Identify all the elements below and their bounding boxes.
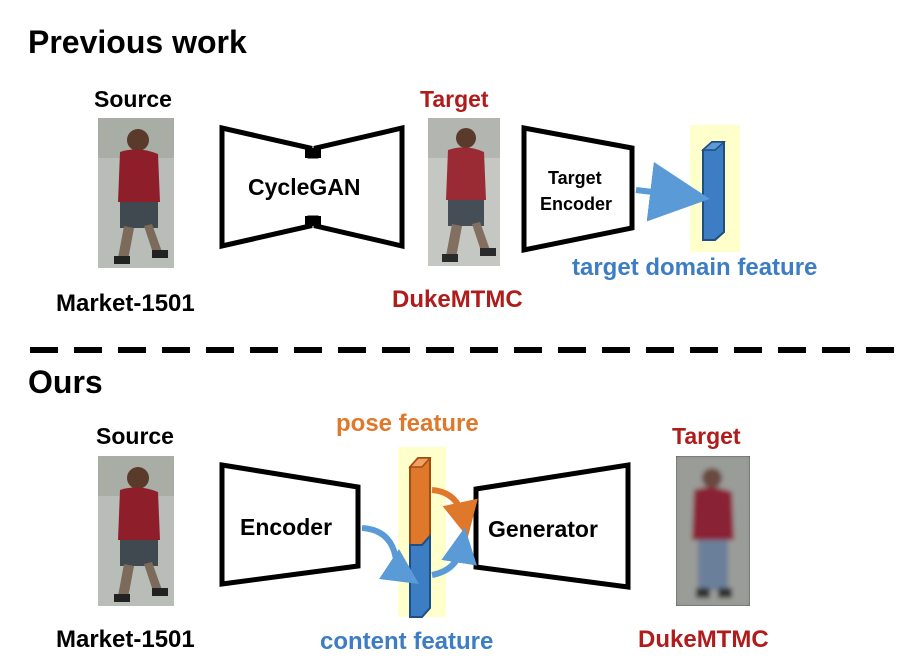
previous-source-label: Source bbox=[94, 86, 172, 112]
content-to-generator-arrow bbox=[431, 527, 477, 578]
ours-generated-target-image bbox=[676, 456, 750, 606]
target-feature-bar bbox=[702, 141, 725, 241]
target-domain-feature-label: target domain feature bbox=[572, 254, 818, 281]
ours-source-dataset-label: Market-1501 bbox=[56, 626, 195, 653]
ours-source-person-image bbox=[98, 456, 174, 606]
target-encoder-label-line1: Target bbox=[548, 168, 602, 188]
previous-work-heading: Previous work bbox=[28, 24, 247, 60]
previous-target-dataset-label: DukeMTMC bbox=[392, 286, 523, 313]
content-feature-label: content feature bbox=[320, 628, 494, 655]
previous-target-person-image bbox=[428, 118, 500, 266]
target-encoder-block bbox=[521, 124, 635, 254]
previous-source-person-image bbox=[98, 118, 174, 268]
encoder-to-content-arrow bbox=[361, 525, 419, 584]
ours-target-dataset-label: DukeMTMC bbox=[638, 626, 769, 653]
pose-to-generator-arrow bbox=[431, 487, 478, 538]
ours-encoder-block bbox=[219, 462, 361, 587]
ours-heading: Ours bbox=[28, 364, 103, 400]
ours-source-label: Source bbox=[96, 423, 174, 449]
target-encoder-label-line2: Encoder bbox=[540, 194, 613, 214]
pose-feature-bar bbox=[409, 457, 431, 546]
cyclegan-label: CycleGAN bbox=[248, 174, 361, 200]
previous-target-label: Target bbox=[420, 86, 489, 112]
ours-target-label: Target bbox=[672, 423, 741, 449]
content-feature-bar bbox=[409, 533, 431, 618]
encoder-to-feature-arrow bbox=[635, 161, 710, 222]
ours-generator-label: Generator bbox=[488, 516, 598, 542]
ours-encoder-label: Encoder bbox=[240, 514, 333, 540]
pose-feature-label: pose feature bbox=[336, 410, 479, 437]
previous-source-dataset-label: Market-1501 bbox=[56, 290, 195, 317]
